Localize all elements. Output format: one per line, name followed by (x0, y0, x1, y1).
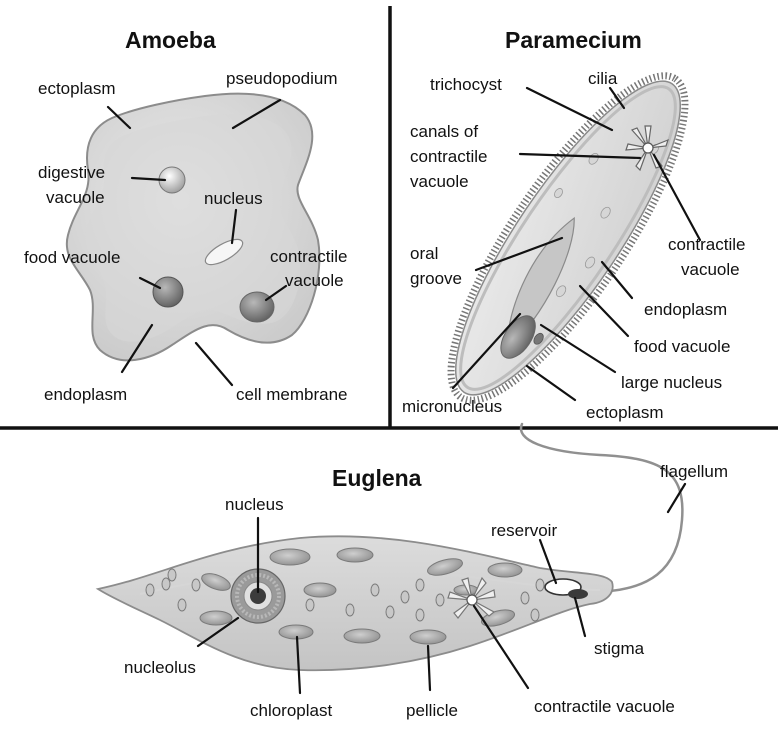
paramecium-label-ectoplasm: ectoplasm (586, 403, 663, 422)
euglena-label-chloroplast: chloroplast (250, 701, 332, 720)
paramecium-title: Paramecium (505, 27, 642, 53)
euglena-title: Euglena (332, 465, 422, 491)
paramecium-label-canals-3: vacuole (410, 172, 469, 191)
euglena-flagellum (521, 424, 682, 592)
paramecium-label-micronucleus: micronucleus (402, 397, 502, 416)
amoeba-title: Amoeba (125, 27, 216, 53)
paramecium-label-cilia: cilia (588, 69, 618, 88)
amoeba-label-cell-membrane: cell membrane (236, 385, 348, 404)
euglena-label-nucleus: nucleus (225, 495, 284, 514)
amoeba-label-pseudopodium: pseudopodium (226, 69, 338, 88)
euglena-label-stigma: stigma (594, 639, 645, 658)
amoeba-label-digestive-vacuole-2: vacuole (46, 188, 105, 207)
euglena-label-contractile-vacuole: contractile vacuole (534, 697, 675, 716)
euglena-label-pellicle: pellicle (406, 701, 458, 720)
paramecium-label-endoplasm: endoplasm (644, 300, 727, 319)
amoeba-label-digestive-vacuole-1: digestive (38, 163, 105, 182)
euglena-label-nucleolus: nucleolus (124, 658, 196, 677)
amoeba-label-food-vacuole: food vacuole (24, 248, 120, 267)
paramecium-label-large-nucleus: large nucleus (621, 373, 722, 392)
amoeba-label-ectoplasm: ectoplasm (38, 79, 115, 98)
paramecium-label-canals-1: canals of (410, 122, 478, 141)
euglena-stigma (568, 589, 588, 599)
euglena-label-flagellum: flagellum (660, 462, 728, 481)
paramecium-label-oral-groove-1: oral (410, 244, 438, 263)
paramecium-label-food-vacuole: food vacuole (634, 337, 730, 356)
paramecium-label-canals-2: contractile (410, 147, 487, 166)
euglena-panel: Euglena (98, 424, 728, 720)
amoeba-contractile-vacuole (240, 292, 274, 322)
amoeba-label-contractile-vacuole-2: vacuole (285, 271, 344, 290)
amoeba-label-nucleus: nucleus (204, 189, 263, 208)
amoeba-label-endoplasm: endoplasm (44, 385, 127, 404)
paramecium-label-trichocyst: trichocyst (430, 75, 502, 94)
amoeba-food-vacuole (153, 277, 183, 307)
euglena-label-reservoir: reservoir (491, 521, 557, 540)
paramecium-label-contractile-vacuole-2: vacuole (681, 260, 740, 279)
paramecium-panel: Paramecium (402, 27, 745, 428)
paramecium-label-oral-groove-2: groove (410, 269, 462, 288)
amoeba-label-contractile-vacuole-1: contractile (270, 247, 347, 266)
paramecium-label-contractile-vacuole-1: contractile (668, 235, 745, 254)
amoeba-panel: Amoeba ectoplasm pseudopodium digestive … (24, 27, 348, 404)
